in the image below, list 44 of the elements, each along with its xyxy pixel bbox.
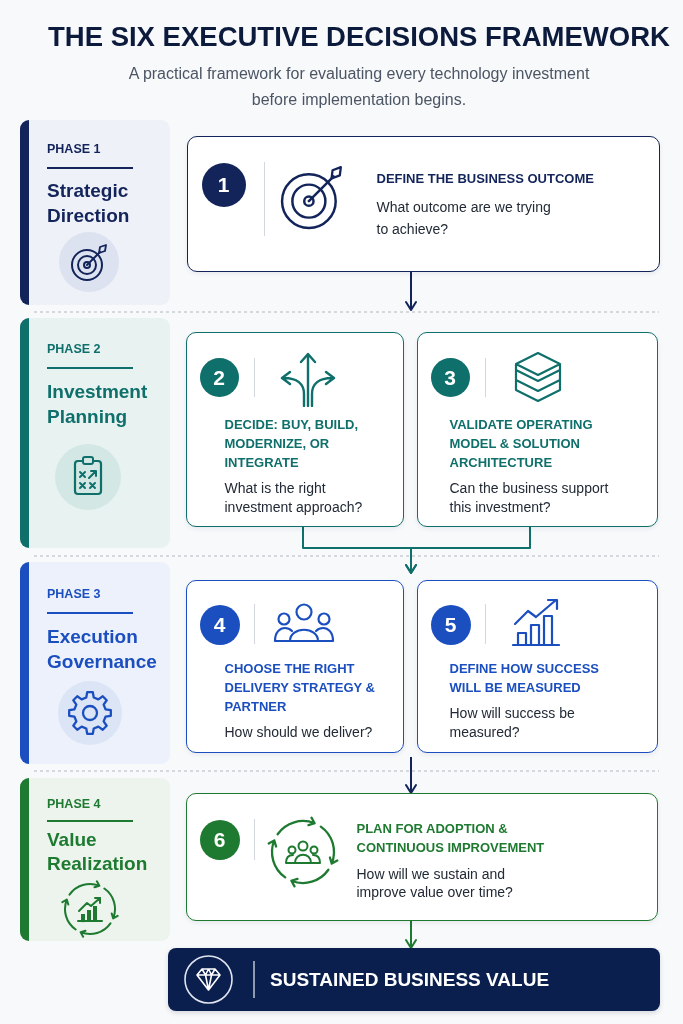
phase-label: PHASE 4 — [47, 795, 102, 812]
title: THE SIX EXECUTIVE DECISIONS FRAMEWORK — [48, 20, 671, 54]
connector-arrow — [405, 756, 417, 794]
step-card — [187, 136, 660, 272]
step-number-badge: 4 — [199, 604, 240, 645]
outcome-text: SUSTAINED BUSINESS VALUE — [270, 967, 551, 992]
phase-title: Execution Governance — [47, 625, 158, 674]
step-card — [186, 580, 404, 753]
step-number-badge: 2 — [199, 357, 239, 397]
step-question: How will we sustain and improve value over time? — [356, 864, 514, 901]
step-card — [186, 793, 658, 921]
step-number-badge: 6 — [199, 819, 240, 860]
connector-arrow — [405, 920, 417, 949]
step-card — [417, 332, 658, 527]
step-number-badge: 3 — [430, 357, 470, 397]
phase-label: PHASE 1 — [47, 141, 102, 157]
step-question: How should we deliver? — [224, 722, 374, 742]
step-heading: DEFINE HOW SUCCESS WILL BE MEASURED — [449, 660, 600, 697]
phase-title: Value Realization — [47, 827, 149, 876]
step-question: What outcome are we trying to achieve? — [376, 198, 552, 239]
phase-title: Strategic Direction — [47, 178, 131, 228]
step-question: How will success be measured? — [449, 703, 576, 742]
step-card — [417, 580, 658, 753]
connector-arrow — [405, 526, 531, 574]
phase-title: Investment Planning — [47, 379, 149, 429]
phase-label: PHASE 3 — [47, 586, 102, 602]
phase-label: PHASE 2 — [47, 341, 102, 357]
step-card — [186, 332, 404, 527]
step-heading: DEFINE THE BUSINESS OUTCOME — [376, 170, 595, 188]
step-question: What is the right investment approach? — [224, 478, 364, 517]
connector-arrow — [405, 271, 417, 311]
phase-panel — [20, 318, 170, 548]
step-heading: CHOOSE THE RIGHT DELIVERY STRATEGY & PARTNER — [224, 660, 376, 716]
subtitle: A practical framework for evaluating every technology investment before implementation begins. — [128, 64, 590, 110]
step-heading: VALIDATE OPERATING MODEL & SOLUTION ARCHITECTURE — [449, 416, 594, 472]
step-number-badge: 5 — [430, 604, 471, 645]
phase-panel — [20, 562, 170, 764]
step-heading: DECIDE: BUY, BUILD, MODERNIZE, OR INTEGRATE — [224, 416, 360, 472]
step-heading: PLAN FOR ADOPTION & CONTINUOUS IMPROVEMENT — [356, 819, 546, 857]
phase-panel — [20, 120, 170, 305]
outcome-banner — [168, 948, 660, 1011]
phase-panel — [20, 778, 170, 941]
step-number-badge: 1 — [201, 162, 246, 207]
step-question: Can the business support this investment? — [449, 478, 610, 517]
